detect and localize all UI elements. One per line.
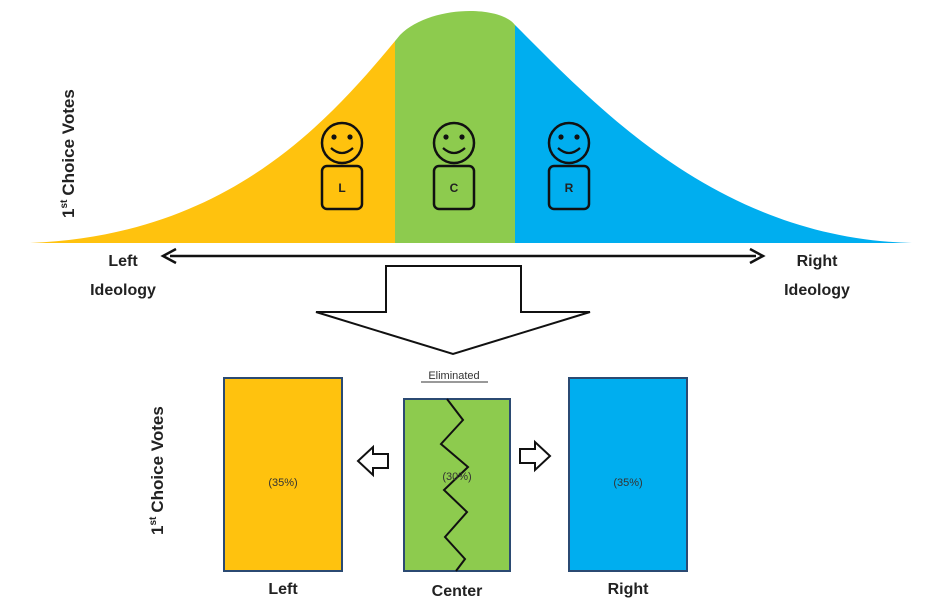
bar-left: [223, 377, 343, 572]
candidate-body: [432, 164, 476, 211]
bar-right: [568, 377, 688, 572]
eliminated-label: Eliminated: [428, 370, 479, 382]
bar-right-percent: (35%): [613, 477, 642, 489]
left-ideology-line1: Left: [108, 253, 138, 270]
candidate-body: [320, 164, 364, 211]
bar-right-label: Right: [608, 581, 650, 598]
axis-label-superscript: st: [59, 199, 70, 209]
bar-center-percent: (30%): [442, 471, 471, 483]
axis-label-superscript: st: [148, 516, 159, 526]
bar-center: [403, 398, 511, 572]
candidate-letter: C: [450, 181, 459, 195]
axis-label-number: 1: [59, 209, 78, 218]
candidate-left: L: [320, 121, 364, 211]
bar-left-label: Left: [268, 581, 298, 598]
arrow-right-icon: [519, 439, 552, 473]
arrow-left-icon: [356, 444, 389, 478]
svg-text:1stChoice Votes: 1st Choice Votes: [148, 406, 167, 535]
ideology-axis-arrow: [160, 247, 766, 265]
big-down-arrow: [315, 265, 591, 356]
bell-segment-center: [395, 11, 515, 243]
smiley-face-icon: [320, 121, 364, 165]
bottom-y-axis-label: 1st Choice Votes: [148, 406, 167, 535]
bar-left-percent: (35%): [268, 477, 297, 489]
candidate-center: C: [432, 121, 476, 211]
left-ideology-line2: Ideology: [90, 282, 156, 299]
candidate-body: [547, 164, 591, 211]
axis-label-text: Choice Votes: [59, 89, 78, 195]
bar-center-label: Center: [432, 583, 483, 598]
smiley-face-icon: [432, 121, 476, 165]
candidate-right: R: [547, 121, 591, 211]
candidate-letter: R: [565, 181, 574, 195]
right-ideology-line1: Right: [797, 253, 839, 270]
right-ideology-line2: Ideology: [784, 282, 850, 299]
svg-text:1stChoice Votes: 1st Choice Votes: [59, 89, 78, 218]
bell-curve: [30, 11, 912, 243]
top-y-axis-label: 1st Choice Votes: [59, 89, 78, 218]
axis-label-number: 1: [148, 526, 167, 535]
candidate-letter: L: [338, 181, 345, 195]
torn-line: [439, 398, 470, 572]
axis-label-text: Choice Votes: [148, 406, 167, 512]
smiley-face-icon: [547, 121, 591, 165]
